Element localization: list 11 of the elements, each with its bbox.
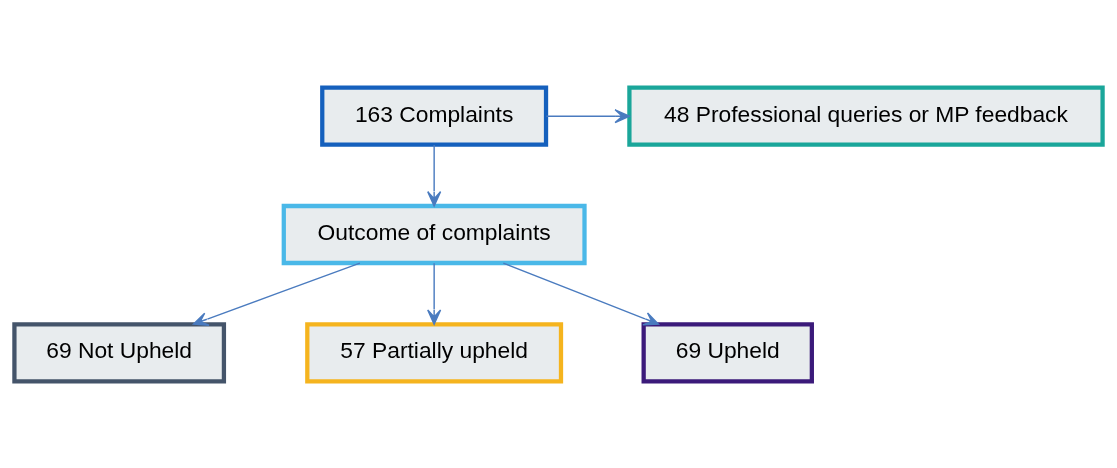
node-box: 48 Professional queries or MP feedback [627,85,1105,147]
node-box: 69 Upheld [641,321,814,383]
arrow [427,143,442,207]
node-box: Outcome of complaints [281,203,587,265]
node-box: 163 Complaints [320,85,549,147]
arrow [502,261,660,326]
arrow [192,261,361,326]
node-box: 69 Not Upheld [12,321,227,383]
arrow [545,108,631,123]
arrow [427,262,442,325]
node-box: 57 Partially upheld [305,321,564,383]
